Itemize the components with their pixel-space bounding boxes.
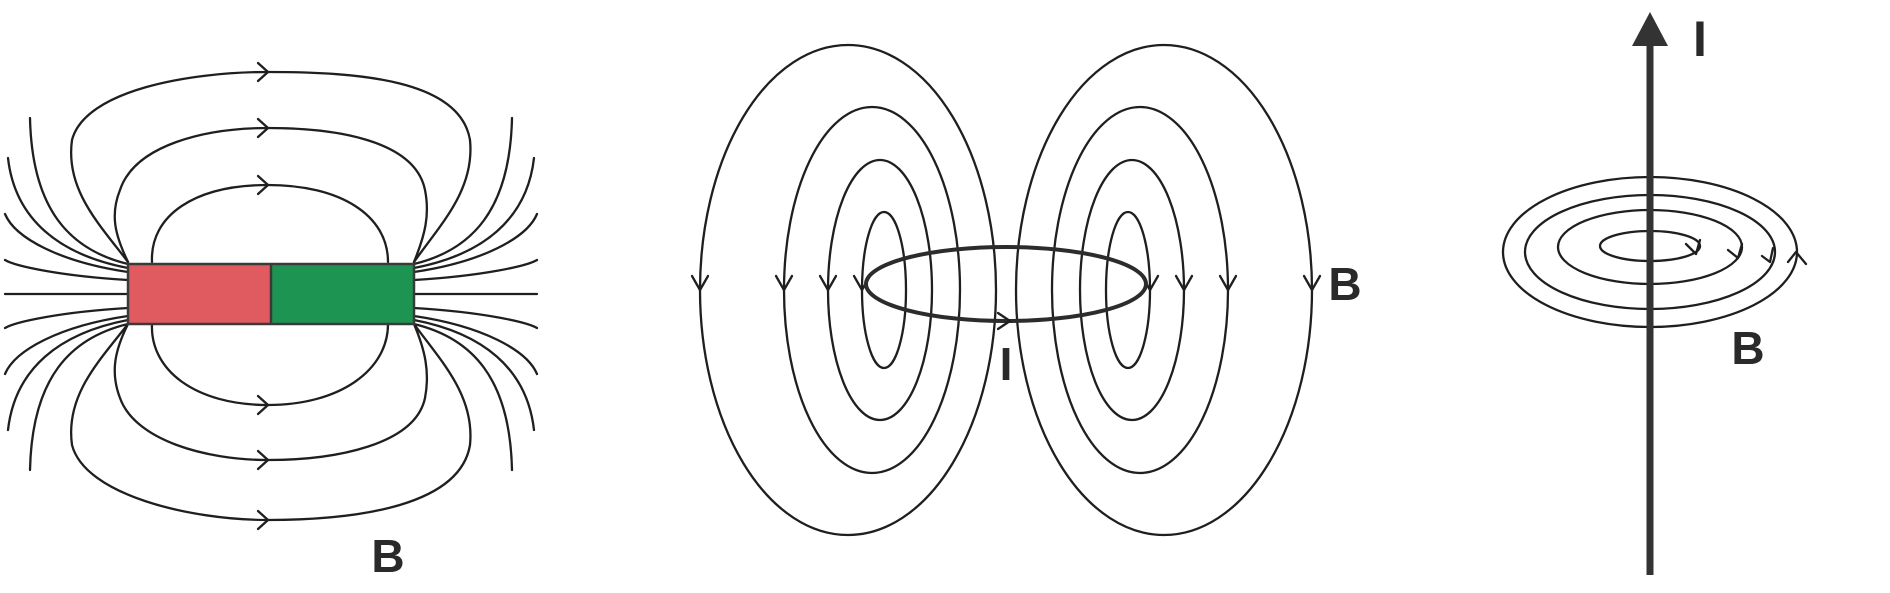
current-loop-field-label: B (1328, 258, 1361, 310)
field-line (150, 183, 390, 264)
field-line (69, 70, 472, 264)
arrowhead (1302, 274, 1322, 292)
arrowhead (1218, 274, 1238, 292)
current-loop-panel: I B (690, 43, 1362, 537)
current-loop-current-label: I (1000, 338, 1013, 390)
arrowhead (1174, 274, 1194, 292)
field-line (412, 116, 514, 266)
field-line (3, 258, 130, 282)
field-line (698, 43, 998, 537)
straight-wire-panel: I B (1501, 11, 1808, 575)
field-line (412, 318, 536, 432)
field-line (6, 156, 130, 270)
field-line (6, 318, 130, 432)
field-line (1014, 43, 1314, 537)
arrowhead (256, 509, 270, 531)
straight-wire-current-label: I (1693, 11, 1707, 67)
arrowhead (256, 117, 270, 139)
straight-wire-field-label: B (1731, 322, 1764, 374)
arrowhead (1760, 246, 1775, 264)
current-arrowhead (996, 311, 1012, 331)
arrowhead (256, 449, 270, 471)
current-loop (864, 245, 1148, 323)
arrowhead (818, 274, 838, 292)
field-line (3, 306, 130, 330)
arrowhead (1786, 250, 1808, 266)
arrowhead (690, 274, 710, 292)
field-line (412, 212, 539, 274)
field-line (113, 126, 429, 264)
wire-arrowhead (1632, 12, 1668, 46)
magnet-north-pole (128, 264, 271, 324)
field-line (3, 314, 130, 376)
magnet-south-pole (271, 264, 414, 324)
bar-magnet-panel: B (3, 61, 539, 582)
arrowhead (256, 174, 270, 196)
arrowhead (256, 394, 270, 416)
field-line (150, 322, 390, 407)
field-line (28, 322, 130, 472)
field-line (412, 258, 539, 282)
field-line (826, 158, 934, 422)
field-line (113, 322, 429, 462)
field-line (412, 306, 539, 330)
field-line (1078, 158, 1186, 422)
field-line (3, 212, 130, 274)
field-line (28, 116, 130, 266)
bar-magnet-field-label: B (371, 530, 404, 582)
field-line (412, 314, 539, 376)
field-line (412, 156, 536, 270)
arrowhead (256, 61, 270, 83)
arrowhead (774, 274, 794, 292)
field-line (412, 322, 514, 472)
arrowhead (1684, 238, 1702, 256)
arrowhead (1726, 242, 1744, 260)
